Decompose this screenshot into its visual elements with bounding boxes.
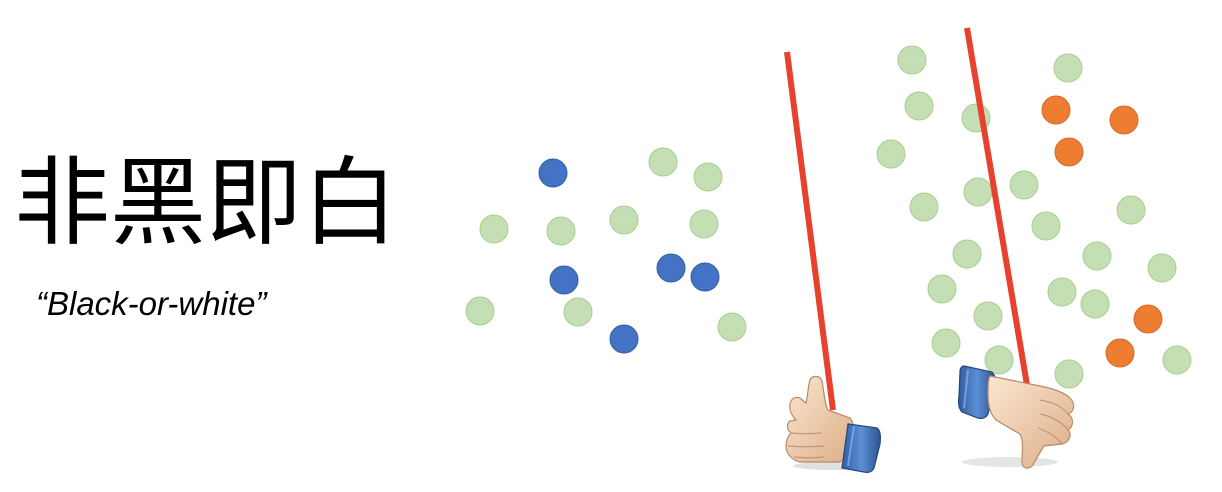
orange-dot — [1054, 137, 1084, 167]
green-dot — [479, 214, 509, 244]
green-dot — [1162, 345, 1192, 375]
green-dot — [904, 91, 934, 121]
blue-dot — [690, 262, 720, 292]
green-dot — [909, 192, 939, 222]
green-dot — [1080, 289, 1110, 319]
green-dot — [931, 328, 961, 358]
blue-dot — [656, 253, 686, 283]
green-dot — [1031, 211, 1061, 241]
green-dot — [1147, 253, 1177, 283]
blue-dot — [609, 324, 639, 354]
green-dot — [963, 177, 993, 207]
green-dot — [876, 139, 906, 169]
orange-dot — [1109, 105, 1139, 135]
thumbs-up-icon — [785, 375, 881, 473]
thumbs-down-icon — [957, 365, 1075, 469]
green-dot — [1053, 53, 1083, 83]
green-dot — [1054, 359, 1084, 389]
orange-dot — [1041, 95, 1071, 125]
green-dot — [927, 274, 957, 304]
green-dot — [693, 162, 723, 192]
blue-dot — [549, 265, 579, 295]
blue-dot — [538, 158, 568, 188]
green-dot — [1047, 277, 1077, 307]
left-divider-line — [784, 51, 836, 411]
page-subtitle: “Black-or-white” — [36, 285, 267, 322]
green-dot — [973, 301, 1003, 331]
green-dot — [952, 239, 982, 269]
orange-dot — [1133, 304, 1163, 334]
green-dot — [546, 216, 576, 246]
green-dot — [563, 297, 593, 327]
page-title: 非黑即白 — [14, 147, 398, 259]
green-dot — [897, 45, 927, 75]
green-dot — [1116, 195, 1146, 225]
green-dot — [984, 345, 1014, 375]
green-dot — [1009, 170, 1039, 200]
orange-dot — [1105, 338, 1135, 368]
right-divider-line — [964, 27, 1030, 386]
green-dot — [717, 312, 747, 342]
dots-layer — [465, 45, 1192, 389]
green-dot — [689, 209, 719, 239]
green-dot — [609, 205, 639, 235]
green-dot — [648, 147, 678, 177]
green-dot — [465, 296, 495, 326]
green-dot — [1082, 241, 1112, 271]
